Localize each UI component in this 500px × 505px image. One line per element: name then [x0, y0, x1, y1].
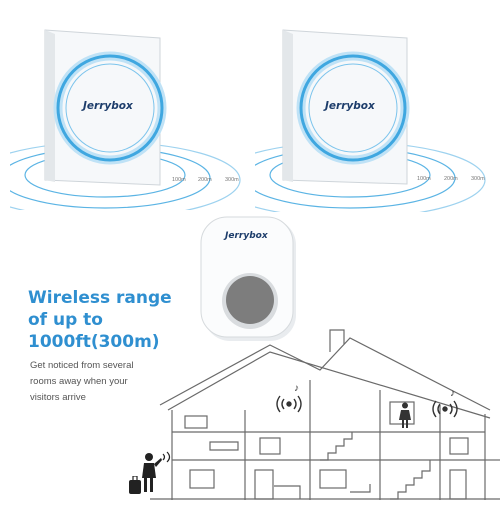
headline-line-3: 1000ft(300m)	[28, 332, 160, 352]
headline-line-2: of up to	[28, 310, 103, 330]
doorbell-button: Jerrybox	[200, 215, 300, 345]
description-line-1: Get noticed from several	[30, 360, 134, 371]
receiver-left-brand: Jerrybox	[83, 100, 133, 112]
range-label-left-3: 300m	[225, 177, 239, 183]
range-label-left-2: 200m	[198, 177, 212, 183]
receiver-right-graphic	[214, 29, 486, 219]
receiver-left-graphic	[0, 29, 241, 219]
range-label-right-3: 300m	[471, 176, 485, 182]
doorbell-button-graphic	[200, 216, 296, 341]
wireless-signal-icon	[428, 398, 462, 420]
range-label-left-1: 100m	[172, 177, 186, 183]
person-icon	[398, 402, 412, 428]
range-label-right-1: 100m	[417, 176, 431, 182]
music-note-icon: ♪	[294, 383, 299, 394]
doorbell-button-brand: Jerrybox	[225, 231, 268, 241]
music-note-icon: ♪	[450, 388, 455, 399]
house-illustration	[150, 310, 500, 500]
receiver-right-brand: Jerrybox	[325, 100, 375, 112]
headline-line-1: Wireless range	[28, 288, 172, 308]
wireless-signal-icon	[272, 393, 306, 415]
receiver-left: Jerrybox 100m 200m 300m	[0, 20, 250, 219]
headline: Wireless range of up to 1000ft(300m)	[28, 287, 208, 353]
description-line-3: visitors arrive	[30, 392, 86, 403]
description-line-2: rooms away when your	[30, 376, 128, 387]
suitcase-icon	[128, 475, 142, 494]
description: Get noticed from several rooms away when…	[30, 358, 205, 406]
range-label-right-2: 200m	[444, 176, 458, 182]
person-icon	[140, 452, 162, 492]
receiver-right: Jerrybox 100m 200m 300m	[214, 22, 500, 219]
wireless-signal-icon	[160, 450, 176, 464]
